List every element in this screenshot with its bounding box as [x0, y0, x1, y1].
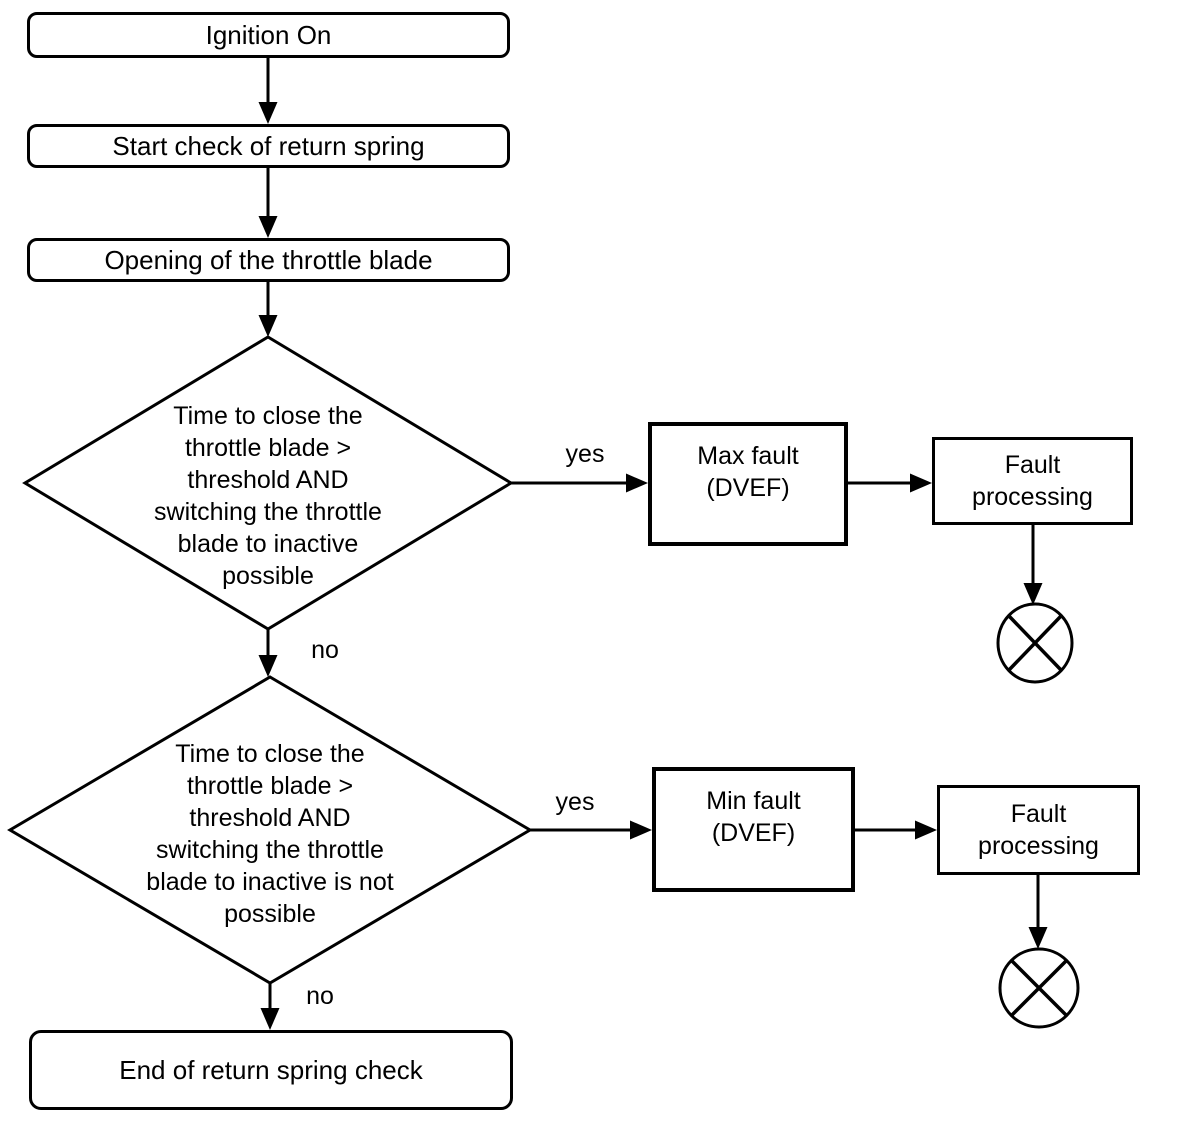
arrow-decision-min-yes	[530, 820, 652, 840]
edge-label-no-min: no	[306, 982, 334, 1010]
arrow-start-to-opening	[258, 168, 278, 238]
arrow-fault-processing-2-to-terminator-2	[1028, 875, 1048, 949]
node-fault-processing-2-line: Fault	[1010, 800, 1067, 828]
arrow-ignition-to-start	[258, 58, 278, 124]
decision-max-line: possible	[222, 562, 314, 590]
node-end-check-label: End of return spring check	[119, 1054, 423, 1085]
decision-min-line: throttle blade >	[186, 772, 354, 800]
node-min-fault-line: (DVEF)	[711, 819, 796, 847]
terminator-2-crossed-circle-icon	[998, 947, 1080, 1029]
node-min-fault-line: Min fault	[706, 787, 801, 815]
node-start-check-label: Start check of return spring	[112, 130, 425, 161]
decision-min-line: blade to inactive is not	[146, 868, 394, 896]
node-max-fault-line: (DVEF)	[706, 474, 790, 502]
decision-max-label: Time to close the throttle blade > thres…	[98, 400, 438, 592]
decision-max-line: switching the throttle	[154, 498, 382, 526]
edge-label-no-max: no	[311, 636, 339, 664]
arrow-fault-processing-1-to-terminator-1	[1023, 525, 1043, 605]
node-end-check: End of return spring check	[29, 1030, 513, 1110]
decision-max-line: threshold AND	[187, 466, 349, 494]
node-fault-processing-2-line: processing	[978, 832, 1099, 860]
node-fault-processing-1: Fault processing	[932, 437, 1133, 525]
edge-label-yes-max: yes	[565, 440, 605, 468]
decision-min-line: switching the throttle	[156, 836, 384, 864]
node-fault-processing-1-line: Fault	[1004, 451, 1061, 479]
node-fault-processing-2: Fault processing	[937, 785, 1140, 875]
decision-min-label: Time to close the throttle blade > thres…	[100, 738, 440, 930]
decision-min-line: Time to close the	[175, 740, 365, 768]
decision-min-line: possible	[224, 900, 316, 928]
decision-max-line: Time to close the	[173, 402, 363, 430]
arrow-max-fault-to-fault-processing-1	[848, 473, 932, 493]
terminator-1-crossed-circle-icon	[996, 602, 1074, 684]
node-ignition-on: Ignition On	[27, 12, 510, 58]
node-min-fault: Min fault (DVEF)	[652, 767, 855, 892]
arrow-min-fault-to-fault-processing-2	[855, 820, 937, 840]
decision-max-line: blade to inactive	[177, 530, 359, 558]
node-start-check: Start check of return spring	[27, 124, 510, 168]
node-max-fault-line: Max fault	[697, 442, 799, 470]
node-fault-processing-1-line: processing	[972, 483, 1093, 511]
node-ignition-on-label: Ignition On	[205, 19, 332, 50]
arrow-decision-min-no	[260, 983, 280, 1030]
decision-min-line: threshold AND	[189, 804, 351, 832]
decision-max-line: throttle blade >	[184, 434, 352, 462]
arrow-decision-max-yes	[511, 473, 648, 493]
arrow-opening-to-decision-max	[258, 282, 278, 337]
arrow-decision-max-no	[258, 629, 278, 677]
node-max-fault: Max fault (DVEF)	[648, 422, 848, 546]
edge-label-yes-min: yes	[555, 788, 595, 816]
node-opening-throttle: Opening of the throttle blade	[27, 238, 510, 282]
node-opening-throttle-label: Opening of the throttle blade	[104, 244, 433, 275]
